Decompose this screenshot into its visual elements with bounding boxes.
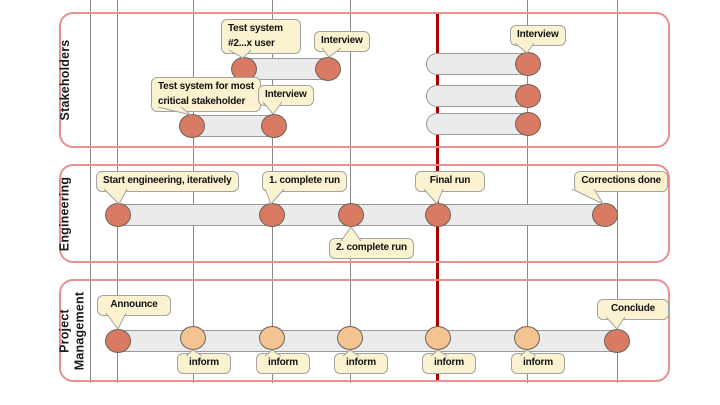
callout-text: Test system for most [158,81,254,92]
milestone-eng-corrections [592,203,618,227]
callout-interview-3: Interview [510,25,566,46]
lane-label-line: Project [57,308,72,353]
milestone-pm-inform-5 [514,326,540,350]
milestone-test2-interview [315,57,341,81]
callout-inform-4: inform [422,353,476,374]
callout-inform-1: inform [177,353,231,374]
callout-corrections-done: Corrections done [574,171,668,192]
callout-text: Interview [265,89,307,100]
callout-inform-2: inform [256,353,310,374]
callout-test-system-critical: Test system for most critical stakeholder [151,77,261,112]
milestone-critical-interview [261,114,287,138]
callout-test-system-2: Test system #2...x user [221,19,301,54]
callout-inform-5: inform [511,353,565,374]
lane-label-stakeholders: Stakeholders [58,12,92,148]
grid-line [616,0,618,383]
lane-stakeholders [59,12,670,148]
milestone-eng-run-1 [259,203,285,227]
callout-inform-3: inform [334,353,388,374]
callout-complete-run-2: 2. complete run [329,238,414,259]
callout-text: Announce [110,299,158,310]
milestone-interview-row-3 [515,112,541,136]
milestone-eng-start [105,203,131,227]
milestone-pm-inform-4 [425,326,451,350]
milestone-critical-start [179,114,205,138]
grid-line [89,0,91,383]
callout-text: inform [434,357,464,368]
lane-project-management [59,279,670,382]
callout-text: inform [189,357,219,368]
grid-line [349,0,351,383]
milestone-eng-run-2 [338,203,364,227]
callout-text: inform [268,357,298,368]
callout-text: Interview [517,29,559,40]
grid-line [192,0,194,383]
lane-label-engineering: Engineering [58,164,92,263]
milestone-interview-row-1 [515,52,541,76]
callout-text: inform [523,357,553,368]
grid-line [526,0,528,383]
milestone-pm-inform-1 [180,326,206,350]
callout-text: inform [346,357,376,368]
lane-engineering [59,164,670,263]
callout-text: Conclude [611,303,655,314]
callout-conclude: Conclude [597,299,669,320]
milestone-eng-final-run [425,203,451,227]
callout-final-run: Final run [415,171,485,192]
lane-label-line: Engineering [57,176,72,251]
callout-text: Final run [429,175,471,186]
callout-text: Start engineering, iteratively [103,175,232,186]
milestone-pm-inform-2 [259,326,285,350]
callout-text: 1. complete run [269,175,340,186]
callout-start-engineering: Start engineering, iteratively [96,171,239,192]
callout-text: critical stakeholder [158,95,246,107]
callout-announce: Announce [97,295,171,316]
callout-text: Corrections done [581,175,661,186]
milestone-pm-announce [105,329,131,353]
callout-text: 2. complete run [336,242,407,253]
callout-text: Test system [228,23,283,34]
milestone-interview-row-2 [515,84,541,108]
milestone-pm-inform-3 [337,326,363,350]
callout-text: #2...x user [228,37,275,49]
callout-interview-2: Interview [258,85,314,106]
lane-label-line: Stakeholders [57,39,72,121]
callout-text: Interview [321,35,363,46]
callout-interview-1: Interview [314,31,370,52]
callout-complete-run-1: 1. complete run [262,171,347,192]
lane-label-line: Management [72,291,87,370]
milestone-pm-conclude [604,329,630,353]
